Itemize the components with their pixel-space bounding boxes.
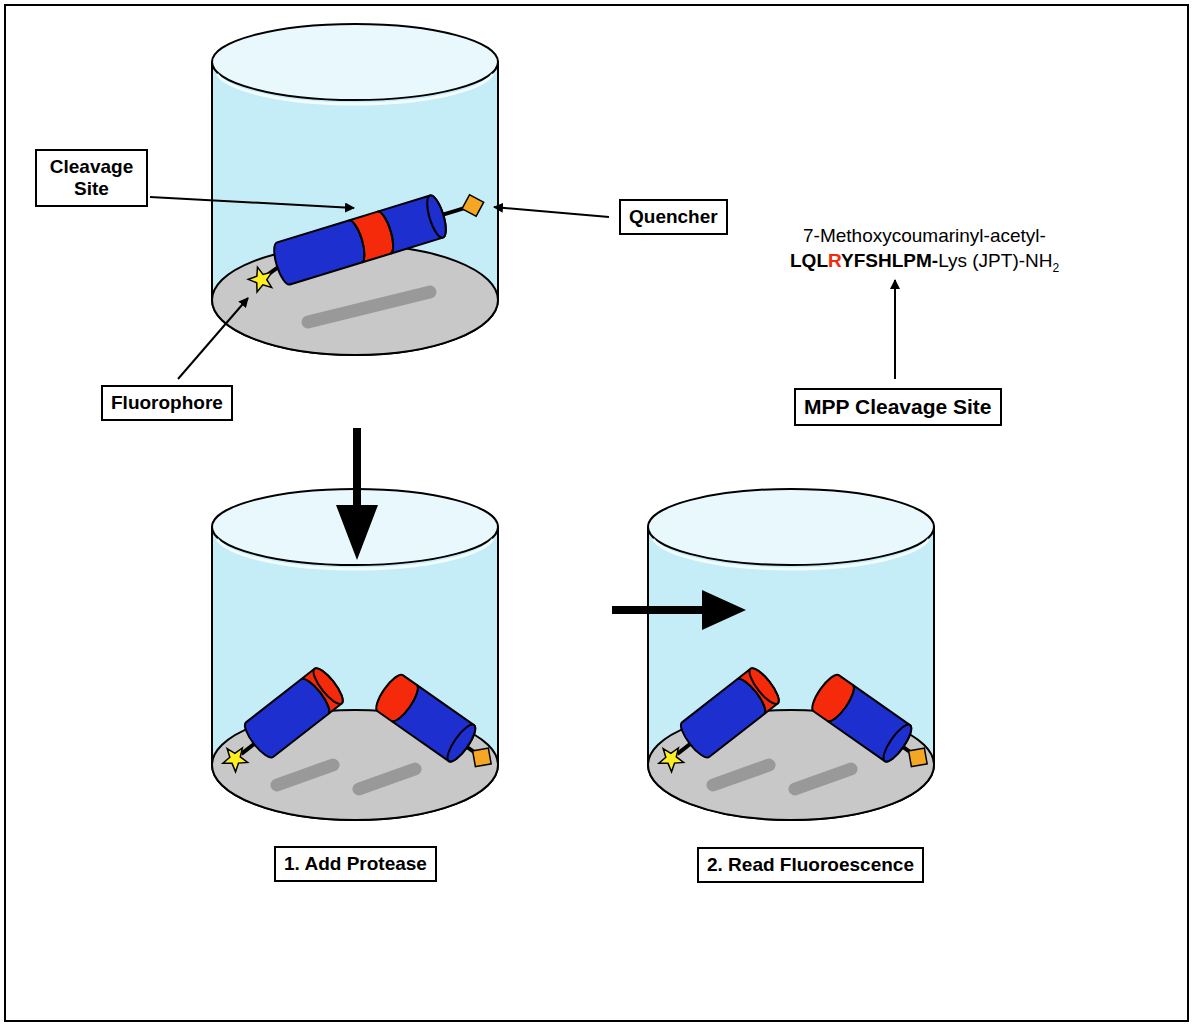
process-arrow (612, 590, 746, 630)
well-plate (212, 24, 498, 355)
box-label: Fluorophore (111, 392, 223, 414)
box-label: 2. Read Fluoroescence (707, 854, 914, 876)
outer-frame (5, 5, 1188, 1021)
sequence-line: 7-Methoxycoumarinyl-acetyl- (803, 225, 1046, 247)
leader-arrow (178, 298, 248, 379)
label-box: 1. Add Protease (274, 846, 437, 882)
sequence-text: 2 (1052, 261, 1059, 275)
label-box: Fluorophore (101, 385, 233, 421)
label-box: Quencher (619, 199, 728, 235)
floor-mark (308, 292, 430, 322)
cleavage-residue: R (828, 250, 841, 271)
box-label: Cleavage Site (45, 156, 138, 200)
sequence-text: YFSHLPM- (841, 250, 938, 271)
box-label: 1. Add Protease (284, 853, 427, 875)
label-box: Cleavage Site (35, 149, 148, 207)
sequence-line: LQLRYFSHLPM-Lys (JPT)-NH2 (790, 250, 1059, 275)
sequence-text: 7-Methoxycoumarinyl-acetyl- (803, 225, 1046, 246)
leader-arrow (894, 280, 896, 379)
intact-substrate (240, 181, 490, 295)
label-box: 2. Read Fluoroescence (697, 847, 924, 883)
leader-arrow (150, 197, 354, 208)
sequence-text: LQL (790, 250, 828, 271)
label-box: MPP Cleavage Site (794, 388, 1002, 426)
well-cleaved (648, 489, 940, 820)
box-label: Quencher (629, 206, 718, 228)
sequence-text: Lys (JPT)-NH (938, 250, 1052, 271)
box-label: MPP Cleavage Site (804, 395, 992, 419)
process-arrow (336, 428, 378, 560)
leader-arrow (494, 207, 609, 217)
